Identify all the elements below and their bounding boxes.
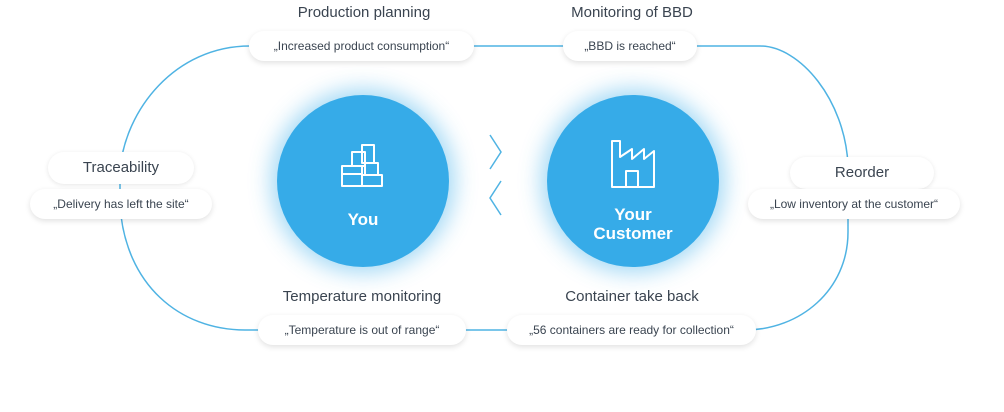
bbd-monitoring-quote: „BBD is reached“ — [563, 31, 697, 61]
you-circle: You — [277, 95, 449, 267]
container-take-back-title: Container take back — [565, 288, 699, 305]
customer-circle: Your Customer — [547, 95, 719, 267]
container-take-back-quote: „56 containers are ready for collection“ — [507, 315, 756, 345]
factory-icon — [547, 137, 719, 191]
production-planning-quote: „Increased product consumption“ — [249, 31, 474, 61]
traceability-quote: „Delivery has left the site“ — [30, 189, 212, 219]
cycle-loop-line — [119, 45, 849, 331]
reorder-title: Reorder — [790, 157, 934, 189]
customer-label: Your Customer — [547, 205, 719, 243]
temperature-monitoring-quote: „Temperature is out of range“ — [258, 315, 466, 345]
reorder-quote: „Low inventory at the customer“ — [748, 189, 960, 219]
production-planning-title: Production planning — [297, 4, 431, 21]
bbd-monitoring-title: Monitoring of BBD — [571, 4, 693, 21]
customer-label-line1: Your — [614, 205, 652, 224]
exchange-chevrons-icon — [489, 134, 502, 216]
you-label: You — [347, 210, 379, 229]
customer-label-line2: Customer — [593, 224, 673, 243]
boxes-icon — [277, 141, 449, 191]
temperature-monitoring-title: Temperature monitoring — [282, 288, 442, 305]
traceability-title: Traceability — [48, 152, 194, 184]
